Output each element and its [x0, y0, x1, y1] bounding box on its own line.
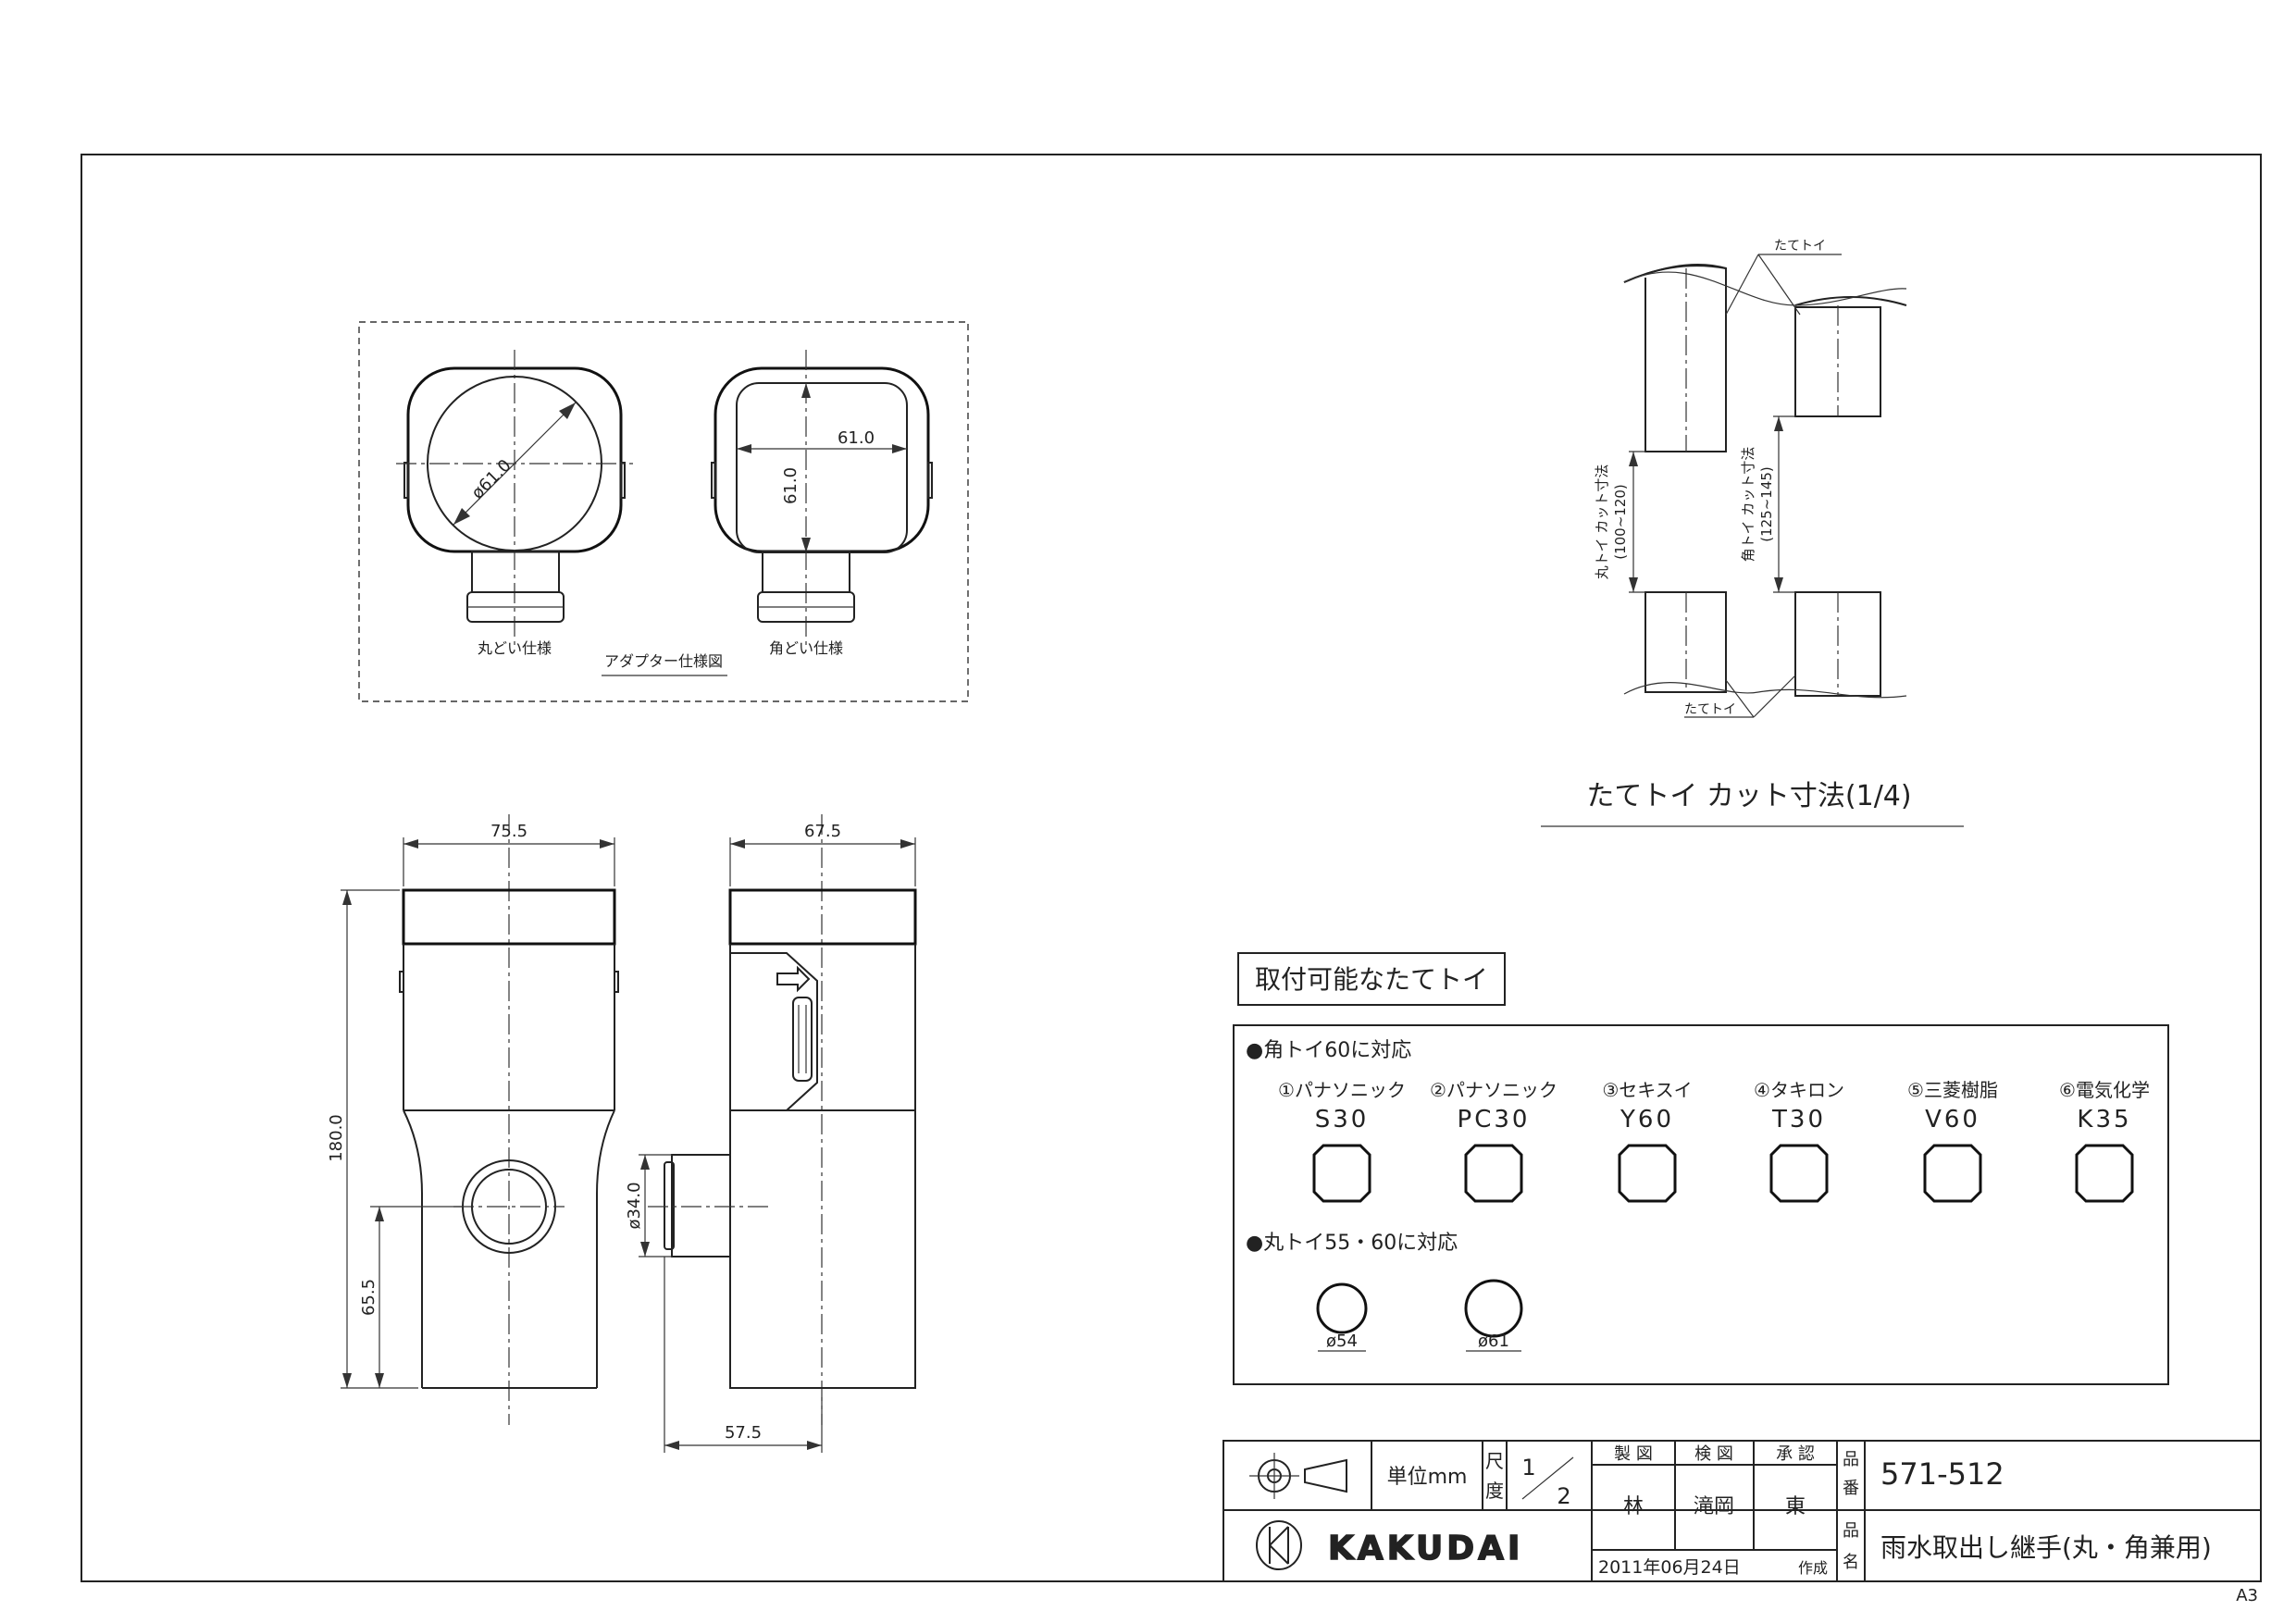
sheet-size: A3 — [2236, 1586, 2258, 1605]
pipe-maker: ②パナソニック — [1430, 1079, 1558, 1101]
square-pipe-item: ③セキスイ Y60 — [1602, 1079, 1693, 1203]
arrow-icon — [776, 965, 811, 993]
round-spec-label: 丸どい仕様 — [478, 639, 552, 657]
drawn-label: 製 図 — [1614, 1444, 1653, 1464]
side-view: 67.5 ø34.0 57.5 — [625, 814, 917, 1453]
square-pipe-section — [1312, 1144, 1371, 1203]
round-cut-range: (100~120) — [1612, 484, 1629, 560]
kakudai-logo: KAKUDAI — [1256, 1520, 1523, 1570]
square-cut-range: (125~145) — [1758, 466, 1775, 542]
square-bore — [736, 382, 908, 553]
round-adapter: ø61.0 丸どい仕様 — [396, 350, 633, 657]
square-adapter: 61.0 61.0 角どい仕様 — [711, 350, 933, 657]
scale-denominator: 2 — [1557, 1483, 1570, 1509]
title-block: 単位mm 尺 度 1 2 製 図 検 図 承 認 林 滝岡 東 品 番 品 名 … — [1222, 1440, 2262, 1582]
pipe-model: T30 — [1771, 1106, 1826, 1134]
adapter-caption: アダプター仕様図 — [604, 652, 723, 670]
compatible-pipes: 取付可能なたてトイ ●角トイ60に対応 ①パナソニック S30 ②パナソニック PC3… — [1233, 952, 2169, 1385]
square-pipe-section — [1464, 1144, 1523, 1203]
side-outlet — [671, 1154, 731, 1258]
drawing-frame — [81, 154, 2262, 1582]
square-pipe-item: ④タキロン T30 — [1754, 1079, 1844, 1203]
part-name: 雨水取出し継手(丸・角兼用) — [1880, 1532, 2212, 1563]
created-label: 作成 — [1798, 1559, 1828, 1577]
pipe-model: K35 — [2077, 1106, 2131, 1134]
unit-label: 単位mm — [1387, 1466, 1468, 1489]
pipe-model: PC30 — [1458, 1106, 1531, 1134]
projection-symbol-icon — [1249, 1453, 1347, 1499]
round-pipe-item: ø54 — [1316, 1282, 1368, 1352]
square-pipe-section — [1618, 1144, 1677, 1203]
pipe-model: V60 — [1925, 1106, 1980, 1134]
front-outlet-height-label: 65.5 — [359, 1279, 379, 1316]
checked-by: 滝岡 — [1694, 1495, 1734, 1518]
pipe-maker: ①パナソニック — [1278, 1079, 1406, 1101]
round-pipe-list: ø54 ø61 — [1316, 1279, 1523, 1352]
part-name-label-1: 品 — [1843, 1521, 1859, 1541]
round-cut-label: 丸トイ カット寸法 — [1594, 465, 1610, 580]
square-pipe-item: ②パナソニック PC30 — [1430, 1079, 1558, 1203]
square-pipe-section — [2075, 1144, 2134, 1203]
side-width-label: 67.5 — [804, 822, 841, 841]
adapter-spec-view: ø61.0 丸どい仕様 61.0 61.0 角どい仕様 アダプター仕様図 — [358, 321, 969, 702]
cut-diagram-title: たてトイ カット寸法(1/4) — [1586, 780, 1911, 812]
approved-label: 承 認 — [1776, 1444, 1815, 1464]
pipe-maker: ③セキスイ — [1602, 1079, 1692, 1101]
round-pipe-section — [1464, 1279, 1523, 1338]
square-spec-label: 角どい仕様 — [769, 639, 843, 657]
pipe-maker: ⑤三菱樹脂 — [1907, 1079, 1998, 1101]
created-date: 2011年06月24日 — [1598, 1557, 1741, 1578]
square-pipe-section — [1923, 1144, 1982, 1203]
approved-by: 東 — [1785, 1495, 1806, 1518]
front-height-label: 180.0 — [327, 1114, 346, 1162]
pipe-label-bottom: たてトイ — [1684, 702, 1736, 717]
round-pipe-dia: ø61 — [1478, 1332, 1509, 1351]
round-pipe-dia: ø54 — [1326, 1332, 1358, 1351]
square-cut-label: 角トイ カット寸法 — [1740, 447, 1756, 563]
scale-label-1: 尺 — [1485, 1450, 1504, 1472]
round-dim-label: ø61.0 — [468, 456, 515, 503]
checked-label: 検 図 — [1694, 1444, 1733, 1464]
front-view: 75.5 180.0 65.5 — [327, 814, 619, 1425]
part-no-label-2: 番 — [1843, 1479, 1859, 1498]
side-outlet-len-label: 57.5 — [725, 1423, 762, 1443]
pipe-maker: ④タキロン — [1754, 1079, 1844, 1101]
part-name-label-2: 名 — [1843, 1553, 1859, 1572]
square-dim-h-label: 61.0 — [838, 428, 875, 448]
scale-numerator: 1 — [1521, 1455, 1535, 1481]
adapter-spec-box — [358, 321, 969, 702]
square-pipe-list: ①パナソニック S30 ②パナソニック PC30 ③セキスイ Y60 ④タキロン T30 ⑤三菱… — [1278, 1079, 2150, 1203]
round-pipe-item: ø61 — [1464, 1279, 1523, 1352]
part-no-label-1: 品 — [1843, 1450, 1859, 1469]
front-width-label: 75.5 — [490, 822, 527, 841]
square-pipe-item: ⑤三菱樹脂 V60 — [1907, 1079, 1998, 1203]
round-heading: ●丸トイ55・60に対応 — [1246, 1232, 1458, 1255]
square-dim-v-label: 61.0 — [781, 467, 800, 504]
side-outlet-dia-label: ø34.0 — [625, 1182, 644, 1229]
square-pipe-item: ⑥電気化学 K35 — [2059, 1079, 2150, 1203]
pipe-maker: ⑥電気化学 — [2059, 1079, 2150, 1101]
square-pipe-item: ①パナソニック S30 — [1278, 1079, 1406, 1203]
pipe-label-top: たてトイ — [1774, 239, 1826, 254]
scale-label-2: 度 — [1485, 1480, 1504, 1502]
side-latch — [792, 997, 813, 1082]
square-pipe-section — [1769, 1144, 1829, 1203]
pipe-model: S30 — [1315, 1106, 1370, 1134]
drawn-by: 林 — [1623, 1495, 1644, 1518]
round-pipe-section — [1316, 1282, 1368, 1334]
compat-title: 取付可能なたてトイ — [1255, 964, 1488, 995]
pipe-cut-diagram: 丸トイ カット寸法 (100~120) 角トイ カット寸法 (125~145) … — [1541, 239, 1964, 827]
square-heading: ●角トイ60に対応 — [1246, 1039, 1411, 1062]
logo-wordmark: KAKUDAI — [1328, 1530, 1523, 1567]
pipe-model: Y60 — [1620, 1106, 1674, 1134]
part-number: 571-512 — [1880, 1456, 2004, 1492]
